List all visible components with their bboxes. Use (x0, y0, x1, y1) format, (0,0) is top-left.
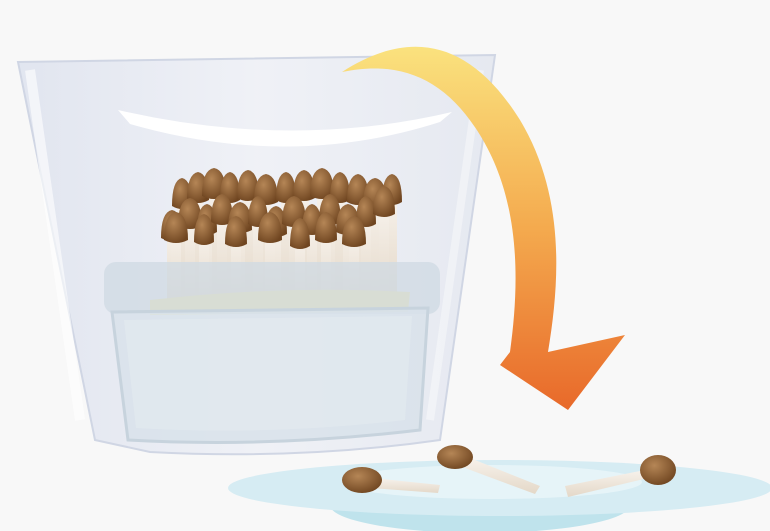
plastic-grow-tray (104, 262, 440, 442)
